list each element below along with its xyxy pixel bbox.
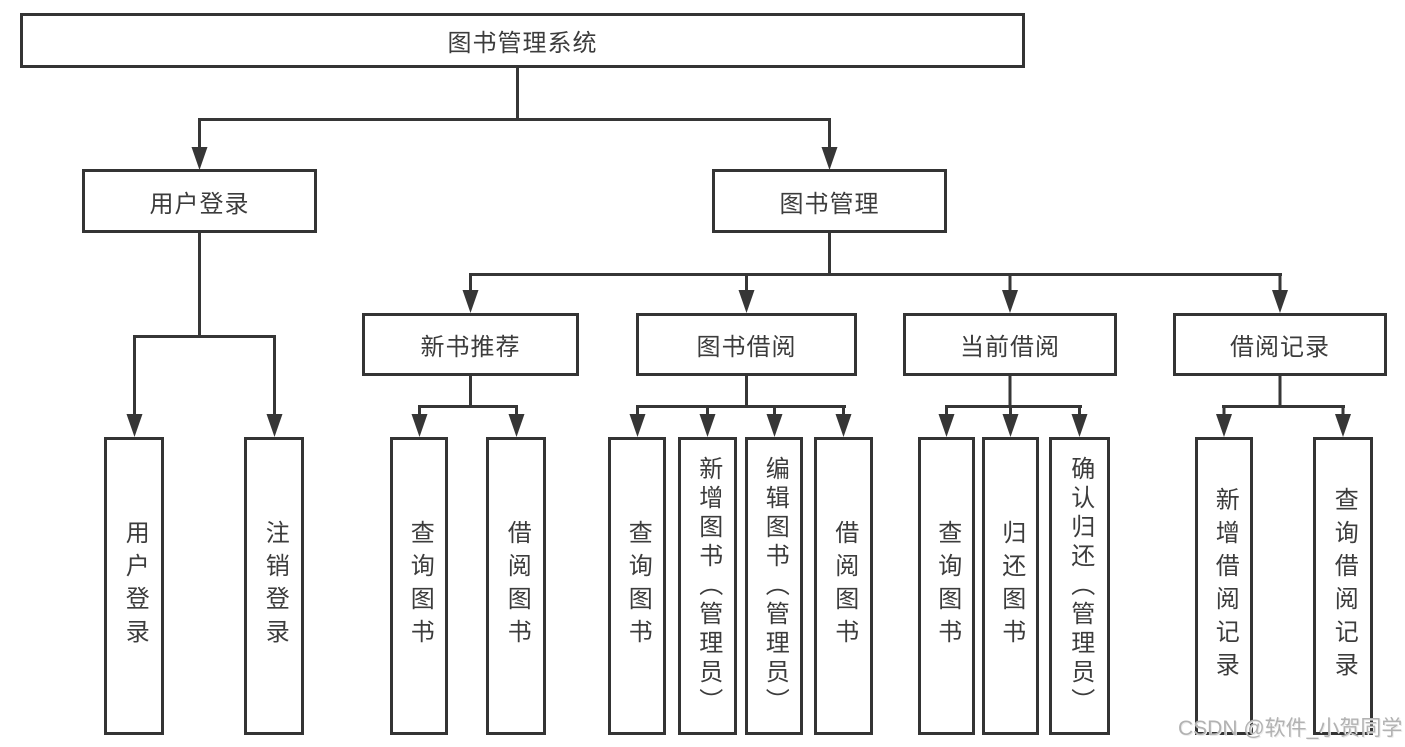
- leaf-label: 归还图书: [997, 520, 1025, 652]
- leaf-label: 查询图书: [624, 520, 652, 652]
- arrow-down-icon: [1216, 414, 1232, 437]
- node-book-borrowing: 图书借阅: [636, 313, 857, 376]
- node-new-book-recommend: 新书推荐: [362, 313, 579, 376]
- arrow-down-icon: [1002, 290, 1018, 313]
- leaf-confirm-return-admin: 确认归还（管理员）: [1049, 437, 1110, 735]
- arrow-down-icon: [191, 147, 208, 170]
- watermark-csdn: CSDN @软件_小贺同学: [1178, 717, 1403, 740]
- leaf-label: 新增图书（管理员）: [694, 455, 722, 717]
- leaf-label: 借阅图书: [503, 520, 531, 652]
- leaf-label: 查询图书: [406, 520, 434, 652]
- node-label: 当前借阅: [960, 334, 1060, 361]
- leaf-logout: 注销登录: [244, 437, 304, 735]
- leaf-add-borrow-record: 新增借阅记录: [1195, 437, 1253, 735]
- node-current-borrowing: 当前借阅: [903, 313, 1117, 376]
- node-label: 新书推荐: [420, 334, 521, 361]
- arrow-down-icon: [835, 414, 852, 437]
- arrow-down-icon: [1002, 414, 1019, 437]
- node-book-management: 图书管理: [712, 169, 947, 233]
- arrow-down-icon: [766, 414, 783, 437]
- leaf-label: 确认归还（管理员）: [1066, 455, 1094, 717]
- leaf-user-login: 用户登录: [104, 437, 164, 735]
- arrow-down-icon: [462, 290, 479, 313]
- arrow-down-icon: [699, 414, 716, 437]
- node-user-login: 用户登录: [82, 169, 317, 233]
- leaf-label: 查询图书: [933, 520, 961, 652]
- leaf-query-books-recommend: 查询图书: [390, 437, 448, 735]
- node-borrowing-records: 借阅记录: [1173, 313, 1387, 376]
- arrow-down-icon: [938, 414, 955, 437]
- leaf-query-books-borrow: 查询图书: [608, 437, 666, 735]
- arrow-down-icon: [1335, 414, 1351, 437]
- leaf-query-books-current: 查询图书: [918, 437, 975, 735]
- leaf-edit-book-admin: 编辑图书（管理员）: [745, 437, 803, 735]
- arrowheads: [126, 147, 1351, 437]
- arrow-down-icon: [629, 414, 646, 437]
- node-label: 图书管理系统: [447, 30, 598, 57]
- arrow-down-icon: [821, 147, 838, 170]
- leaf-label: 注销登录: [261, 520, 289, 652]
- node-root-system: 图书管理系统: [20, 13, 1025, 68]
- arrow-down-icon: [266, 414, 283, 437]
- arrow-down-icon: [1272, 290, 1288, 313]
- leaf-borrow-books-recommend: 借阅图书: [486, 437, 546, 735]
- leaf-query-borrow-record: 查询借阅记录: [1313, 437, 1373, 735]
- arrow-down-icon: [411, 414, 428, 437]
- arrow-down-icon: [738, 290, 755, 313]
- leaf-add-book-admin: 新增图书（管理员）: [678, 437, 737, 735]
- node-label: 图书管理: [779, 190, 880, 218]
- arrow-down-icon: [126, 414, 143, 437]
- leaf-borrow-books-borrow: 借阅图书: [814, 437, 873, 735]
- arrow-down-icon: [1071, 414, 1088, 437]
- node-label: 用户登录: [149, 190, 250, 218]
- arrow-down-icon: [508, 414, 525, 437]
- node-label: 借阅记录: [1230, 334, 1330, 361]
- leaf-label: 借阅图书: [830, 520, 858, 652]
- leaf-label: 新增借阅记录: [1211, 487, 1239, 685]
- leaf-label: 查询借阅记录: [1330, 487, 1358, 685]
- leaf-return-book: 归还图书: [982, 437, 1039, 735]
- leaf-label: 编辑图书（管理员）: [761, 455, 789, 717]
- node-label: 图书借阅: [696, 334, 797, 361]
- leaf-label: 用户登录: [121, 520, 149, 652]
